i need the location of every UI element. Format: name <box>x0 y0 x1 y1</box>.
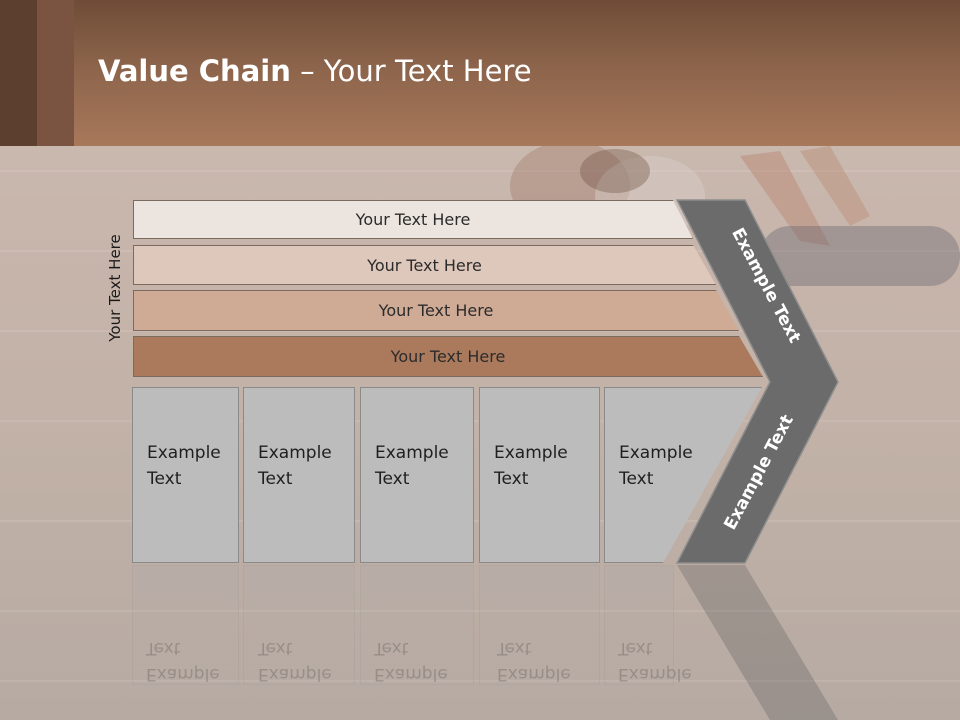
activity-line-1: Example <box>375 443 449 463</box>
support-bar-label: Your Text Here <box>378 301 494 320</box>
activity-line-1: Example <box>619 443 693 463</box>
title-rest: – Your Text Here <box>290 54 532 88</box>
reflection-box <box>243 565 355 685</box>
support-bar-1: Your Text Here <box>133 200 693 239</box>
reflection-box <box>479 565 600 685</box>
title-header: Value Chain – Your Text Here <box>0 0 960 146</box>
activity-box-2: Example Text <box>243 387 355 563</box>
header-stripe <box>0 0 37 146</box>
activity-line-2: Text <box>619 469 654 489</box>
activity-line-1: Example <box>494 443 568 463</box>
support-bar-4: Your Text Here <box>133 336 763 377</box>
activity-line-2: Text <box>375 469 410 489</box>
activity-box-4: Example Text <box>479 387 600 563</box>
support-bar-3: Your Text Here <box>133 290 739 331</box>
activity-box-1: Example Text <box>132 387 239 563</box>
activity-line-1: Example <box>258 443 332 463</box>
activity-line-1: Example <box>147 443 221 463</box>
support-bar-label: Your Text Here <box>355 210 471 229</box>
activity-box-3: Example Text <box>360 387 474 563</box>
activity-line-2: Text <box>147 469 182 489</box>
title-bold: Value Chain <box>98 54 291 88</box>
reflection-box <box>132 565 239 685</box>
activity-line-2: Text <box>258 469 293 489</box>
reflection-box <box>604 565 674 685</box>
reflection-box <box>360 565 474 685</box>
water-ripple <box>0 330 960 332</box>
support-bar-label: Your Text Here <box>390 347 506 366</box>
water-ripple <box>0 170 960 172</box>
activity-line-2: Text <box>494 469 529 489</box>
water-ripple <box>0 610 960 612</box>
water-ripple <box>0 680 960 682</box>
support-bar-label: Your Text Here <box>367 255 482 275</box>
slide-title: Value Chain – Your Text Here <box>98 54 532 88</box>
reflection-chevron <box>677 565 838 720</box>
support-bar-2: Your Text Here <box>133 245 716 285</box>
header-stripe <box>37 0 74 146</box>
